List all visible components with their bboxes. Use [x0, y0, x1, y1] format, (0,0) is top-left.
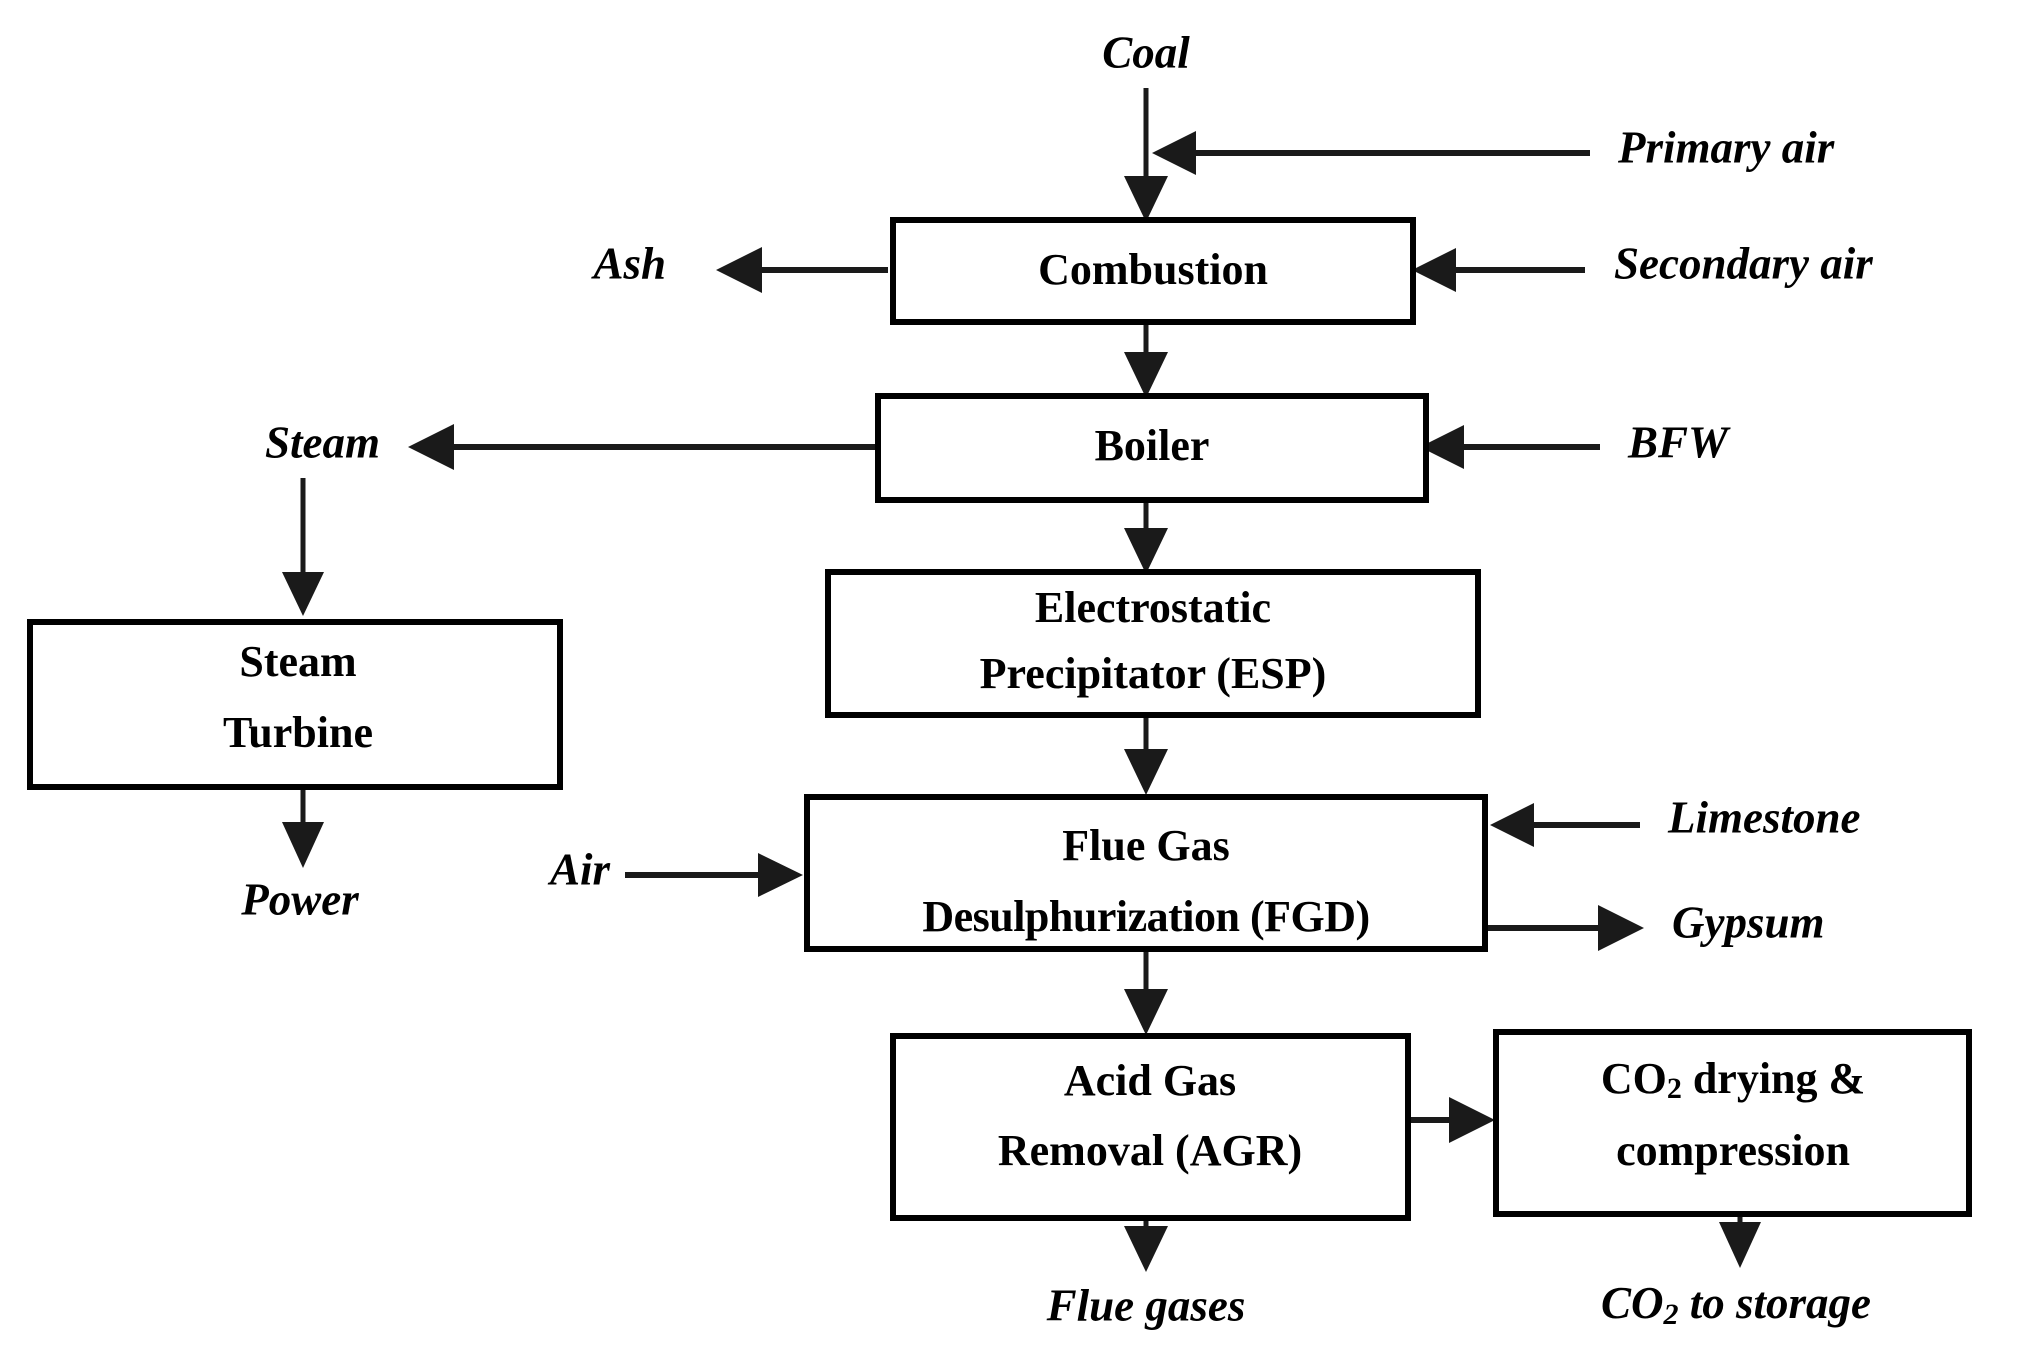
box-co2-drying-compression[interactable]: CO2 drying & compression: [1493, 1029, 1972, 1217]
flow-ash: [716, 247, 888, 293]
box-flue-gas-desulphurization[interactable]: Flue Gas Desulphurization (FGD): [804, 794, 1488, 952]
stream-label-co2-to-storage-post: to storage: [1679, 1278, 1872, 1328]
box-co2-unit-label-line1-pre: CO: [1601, 1054, 1667, 1103]
stream-label-co2-to-storage: CO2 to storage: [1601, 1278, 1871, 1331]
box-fgd-label-line1: Flue Gas: [1062, 821, 1229, 870]
flow-agr-to-flue-gases: [1124, 1218, 1168, 1272]
box-co2-unit-label-line1-post: drying &: [1682, 1054, 1865, 1103]
box-fgd-label-line2: Desulphurization (FGD): [922, 892, 1369, 941]
box-co2-unit-label-line1: CO2 drying &: [1601, 1054, 1865, 1105]
stream-label-coal: Coal: [1102, 27, 1190, 77]
stream-label-primary-air: Primary air: [1617, 122, 1835, 172]
flow-co2unit-to-storage: [1719, 1215, 1761, 1268]
box-electrostatic-precipitator[interactable]: Electrostatic Precipitator (ESP): [825, 569, 1481, 718]
box-steam-turbine-label-line2: Turbine: [223, 708, 373, 757]
stream-label-co2-to-storage-pre: CO: [1601, 1278, 1664, 1328]
box-co2-unit-label-line2: compression: [1616, 1126, 1850, 1175]
flow-combustion-to-boiler: [1124, 322, 1168, 398]
box-combustion-label: Combustion: [1038, 245, 1268, 294]
box-esp-label-line1: Electrostatic: [1035, 583, 1271, 632]
stream-label-flue-gases: Flue gases: [1046, 1280, 1246, 1330]
flow-air-to-fgd: [625, 853, 803, 897]
flow-turbine-to-power: [282, 786, 324, 868]
box-co2-unit-label-line1-sub: 2: [1667, 1072, 1682, 1105]
stream-label-ash: Ash: [590, 238, 666, 288]
flow-secondary-air: [1412, 248, 1585, 292]
flow-esp-to-fgd: [1124, 715, 1168, 795]
stream-label-co2-to-storage-sub: 2: [1663, 1298, 1679, 1331]
box-boiler-label: Boiler: [1095, 421, 1210, 470]
flow-steam-to-turbine: [282, 478, 324, 616]
stream-label-gypsum: Gypsum: [1672, 897, 1825, 947]
flow-boiler-to-esp: [1124, 500, 1168, 574]
stream-label-limestone: Limestone: [1667, 792, 1860, 842]
flow-bfw: [1420, 425, 1600, 469]
box-agr-label-line1: Acid Gas: [1064, 1056, 1236, 1105]
box-acid-gas-removal[interactable]: Acid Gas Removal (AGR): [890, 1033, 1411, 1221]
flow-fgd-to-gypsum: [1486, 905, 1644, 951]
flow-limestone-to-fgd: [1490, 803, 1640, 847]
box-agr-label-line2: Removal (AGR): [998, 1126, 1302, 1175]
flow-agr-to-co2unit: [1408, 1097, 1495, 1143]
box-boiler[interactable]: Boiler: [875, 393, 1429, 503]
box-steam-turbine[interactable]: Steam Turbine: [27, 619, 563, 790]
stream-label-bfw: BFW: [1627, 417, 1731, 467]
flow-steam: [408, 424, 878, 470]
stream-label-secondary-air: Secondary air: [1614, 238, 1873, 288]
box-steam-turbine-label-line1: Steam: [239, 637, 356, 686]
flow-fgd-to-agr: [1124, 950, 1168, 1035]
flow-coal-to-combustion: [1124, 88, 1168, 222]
stream-label-air: Air: [547, 844, 611, 894]
stream-label-power: Power: [240, 874, 359, 924]
flow-primary-air: [1152, 131, 1590, 175]
box-combustion[interactable]: Combustion: [890, 217, 1416, 325]
stream-label-steam: Steam: [265, 417, 380, 467]
box-esp-label-line2: Precipitator (ESP): [980, 649, 1327, 698]
